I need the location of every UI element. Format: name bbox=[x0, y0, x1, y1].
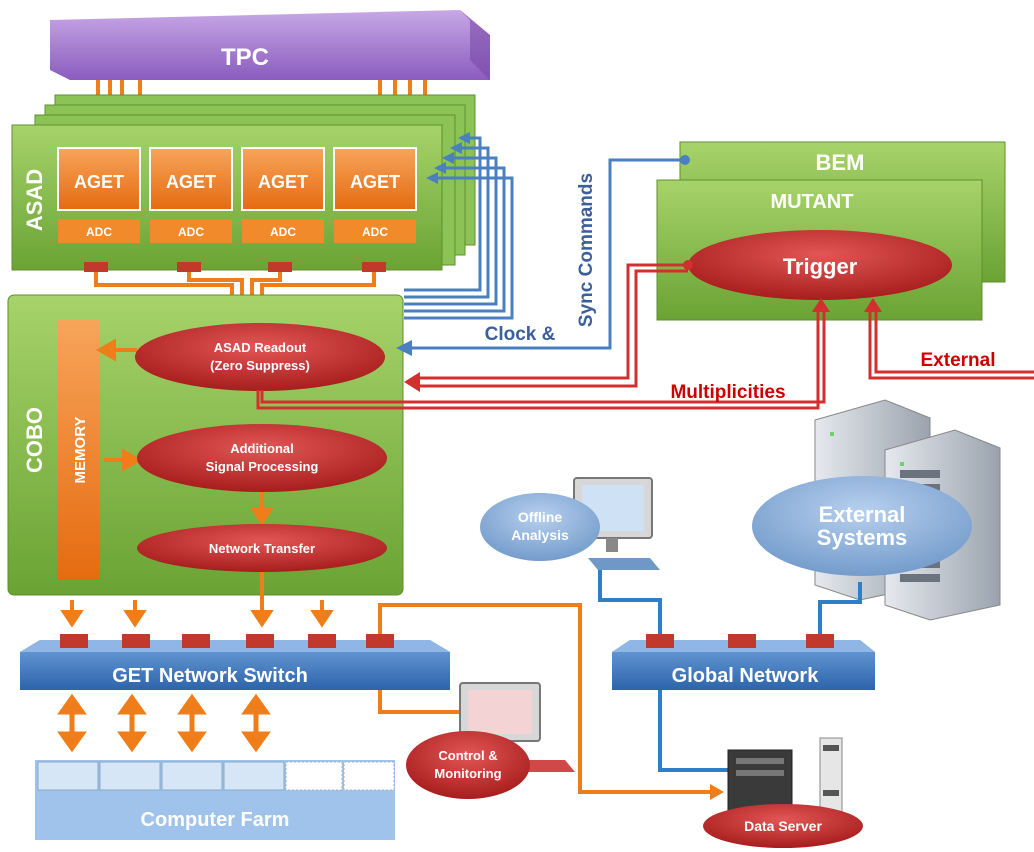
external-systems-line1: External bbox=[819, 502, 906, 527]
aget-label: AGET bbox=[258, 172, 308, 192]
adc-box: ADC bbox=[58, 219, 140, 243]
processing-arrow bbox=[250, 492, 274, 526]
data-server-label: Data Server bbox=[744, 818, 822, 834]
bem-label: BEM bbox=[816, 150, 865, 175]
dataserver-arrowhead bbox=[710, 784, 724, 800]
external-systems-node: External Systems bbox=[752, 476, 972, 576]
adc-label: ADC bbox=[362, 225, 388, 239]
aget-chip: AGET bbox=[57, 147, 141, 211]
get-network-switch: GET Network Switch bbox=[20, 640, 450, 690]
offline-analysis-node: Offline Analysis bbox=[480, 493, 600, 561]
adc-box: ADC bbox=[150, 219, 232, 243]
multiplicities-label: Multiplicities bbox=[670, 382, 785, 403]
clock-sync-arrowheads bbox=[396, 132, 690, 356]
memory-arrows bbox=[95, 338, 143, 472]
data-server-node: Data Server bbox=[703, 804, 863, 848]
memory-label: MEMORY bbox=[72, 417, 89, 484]
asad-readout-line1: ASAD Readout bbox=[214, 340, 307, 355]
signal-processing-line1: Additional bbox=[230, 441, 294, 456]
clock-label: Clock & bbox=[485, 324, 556, 345]
tpc-label: TPC bbox=[221, 44, 269, 71]
farm-arrows bbox=[57, 693, 271, 753]
cobo-label: COBO bbox=[22, 407, 47, 473]
asad-connectors bbox=[84, 262, 386, 272]
network-transfer-node: Network Transfer bbox=[137, 524, 387, 572]
aget-label: AGET bbox=[74, 172, 124, 192]
offline-analysis-line1: Offline bbox=[518, 509, 563, 525]
trigger-node: Trigger bbox=[688, 230, 952, 300]
cobo-switch-arrows bbox=[60, 572, 334, 628]
adc-label: ADC bbox=[270, 225, 296, 239]
computer-farm-label: Computer Farm bbox=[141, 809, 290, 831]
external-label: External bbox=[921, 350, 996, 371]
network-transfer-label: Network Transfer bbox=[209, 541, 315, 556]
adc-box: ADC bbox=[242, 219, 324, 243]
signal-processing-line2: Signal Processing bbox=[206, 459, 319, 474]
signal-processing-node: Additional Signal Processing bbox=[137, 424, 387, 492]
trigger-label: Trigger bbox=[783, 254, 858, 279]
adc-label: ADC bbox=[86, 225, 112, 239]
get-switch-label: GET Network Switch bbox=[112, 665, 308, 687]
computer-farm: Computer Farm bbox=[35, 760, 395, 840]
external-systems-line2: Systems bbox=[817, 525, 908, 550]
trigger-arrowheads bbox=[404, 260, 882, 392]
switch-ports bbox=[60, 634, 394, 648]
mutant-label: MUTANT bbox=[771, 191, 854, 213]
aget-label: AGET bbox=[166, 172, 216, 192]
trigger-lines bbox=[256, 263, 1034, 410]
control-monitoring-line1: Control & bbox=[438, 748, 497, 763]
global-network-switch: Global Network bbox=[612, 640, 875, 690]
asad-label: ASAD bbox=[22, 169, 47, 231]
aget-label: AGET bbox=[350, 172, 400, 192]
memory-block: MEMORY bbox=[58, 320, 100, 580]
aget-chip: AGET bbox=[333, 147, 417, 211]
control-monitoring-node: Control & Monitoring bbox=[406, 731, 530, 799]
global-network-label: Global Network bbox=[672, 665, 820, 687]
control-monitoring-line2: Monitoring bbox=[434, 766, 501, 781]
tpc-block: TPC bbox=[50, 10, 490, 80]
clock-sync-lines bbox=[402, 136, 685, 350]
aget-chip: AGET bbox=[241, 147, 325, 211]
sync-commands-label: Sync Commands bbox=[576, 173, 597, 327]
global-network-links bbox=[598, 570, 862, 772]
adc-label: ADC bbox=[178, 225, 204, 239]
global-network-ports bbox=[646, 634, 834, 648]
adc-box: ADC bbox=[334, 219, 416, 243]
asad-readout-node: ASAD Readout (Zero Suppress) bbox=[135, 323, 385, 391]
asad-readout-line2: (Zero Suppress) bbox=[210, 358, 310, 373]
offline-analysis-line2: Analysis bbox=[511, 527, 569, 543]
aget-chip: AGET bbox=[149, 147, 233, 211]
